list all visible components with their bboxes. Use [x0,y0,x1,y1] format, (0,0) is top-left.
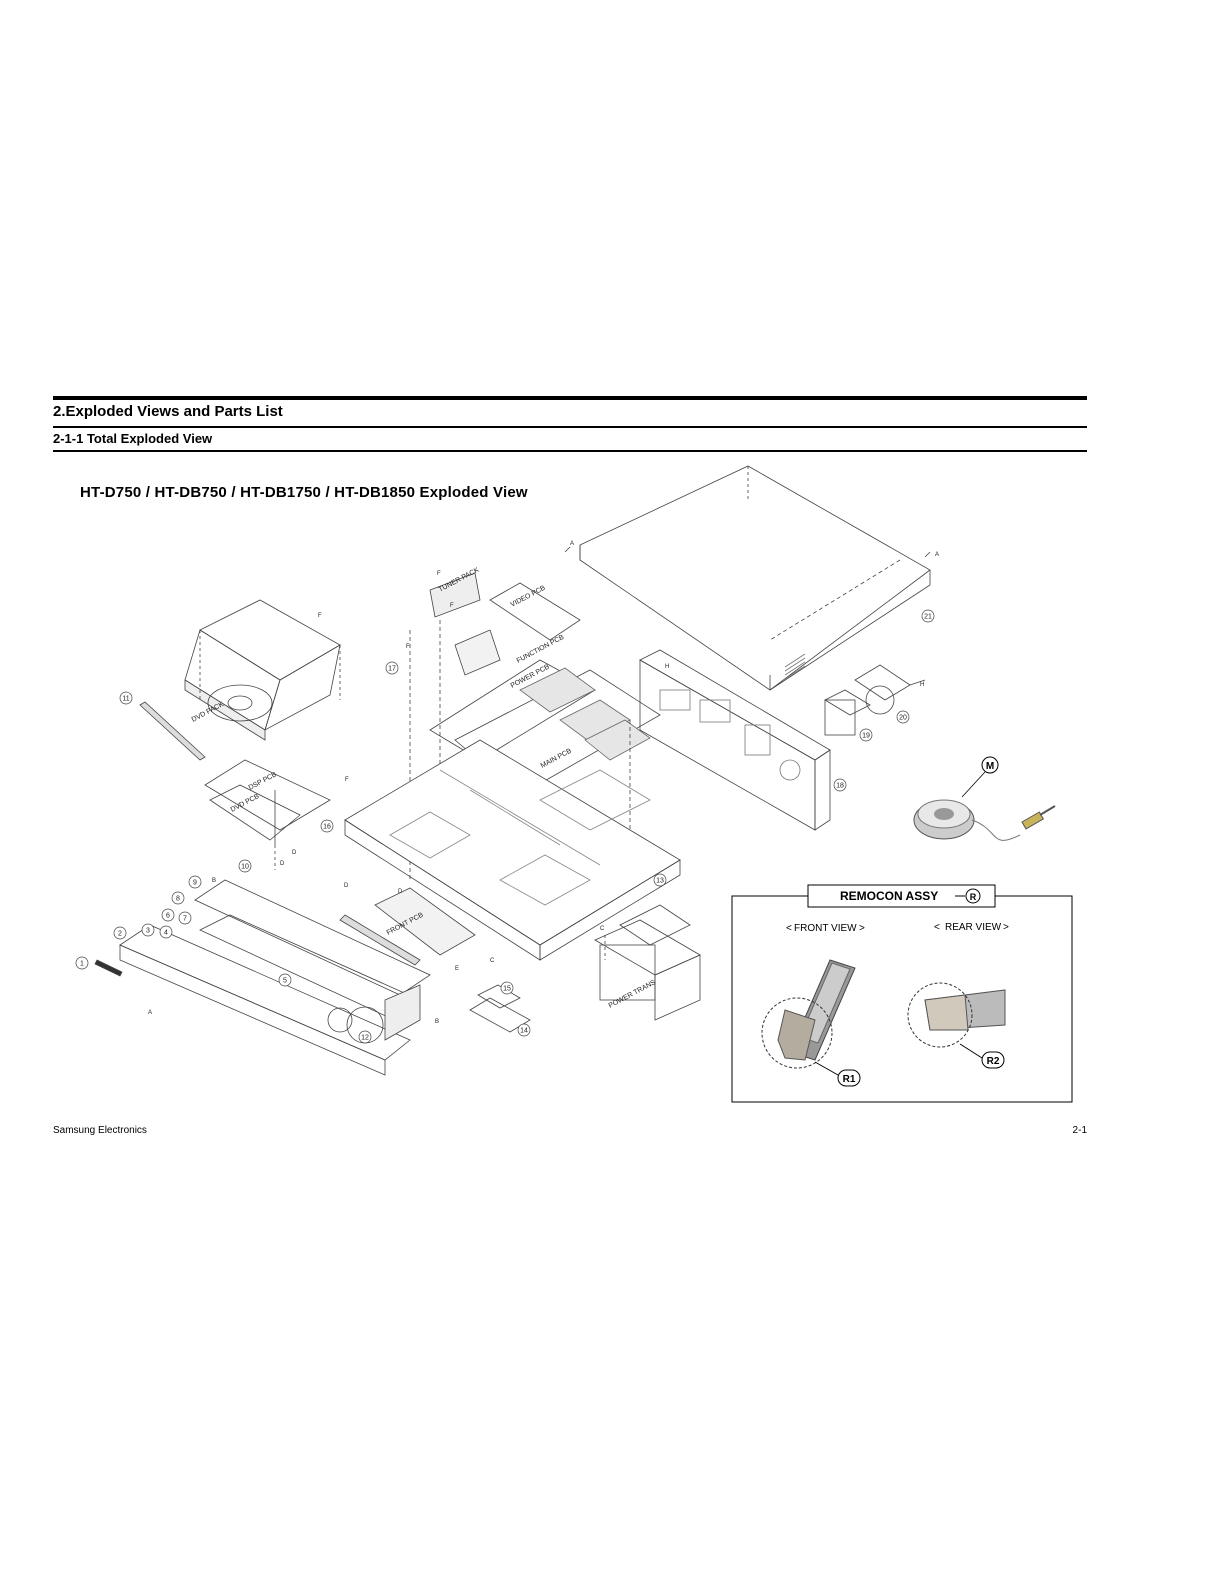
callout-circle-21 [921,609,935,623]
label-dvd-pcb: DVD PCB [230,793,261,814]
screw-letter-f: F [318,613,322,619]
screw-letter-f: F [450,603,454,609]
callout-number-15: 15 [503,986,511,993]
screw-letter-c: C [600,926,605,932]
screw-letter-h: H [665,664,669,670]
callout-circle-19 [859,728,873,742]
remocon-assy-box: REMOCON ASSY R < FRONT VIEW > < REAR VIE… [731,884,1073,1103]
r1-label: R1 [843,1074,856,1085]
footer-company: Samsung Electronics [53,1125,147,1136]
callout-circle-8 [171,891,185,905]
callout-number-1: 1 [80,961,84,968]
callout-circle-10 [238,859,252,873]
screw-letter-e: E [455,966,459,972]
section-title: 2.Exploded Views and Parts List [53,403,283,420]
callout-circle-1 [75,956,89,970]
front-view-close: > [859,923,865,934]
callout-number-9: 9 [193,880,197,887]
callout-circle-7 [178,911,192,925]
screw-letter-d: D [292,850,297,856]
screw-letter-d: D [344,883,349,889]
remocon-badge: R [970,892,977,902]
screw-letter-a: A [570,541,574,547]
screw-letter-f: F [345,777,349,783]
figure-title: HT-D750 / HT-DB750 / HT-DB1750 / HT-DB18… [80,484,528,501]
screw-letter-f: F [437,571,441,577]
subsection-rule [53,450,1087,452]
callout-circle-4 [159,925,173,939]
callout-circle-13 [653,873,667,887]
main-chassis [344,739,681,961]
callout-number-2: 2 [118,931,122,938]
callout-number-18: 18 [836,783,844,790]
section-rule [53,426,1087,428]
callout-circle-2 [113,926,127,940]
callout-number-11: 11 [122,696,129,703]
screw-letter-a: A [148,1010,152,1016]
callout-circle-12 [358,1030,372,1044]
callout-circle-17 [385,661,399,675]
callout-circle-16 [320,819,334,833]
front-panel [119,879,431,1076]
rear-panel [639,649,831,831]
rear-view-label: REAR VIEW [945,922,1002,933]
callout-number-14: 14 [520,1028,528,1035]
screw-letter-d: D [280,861,285,867]
callout-number-20: 20 [899,715,907,722]
screw-letter-h: H [920,682,924,688]
callout-number-4: 4 [164,930,168,937]
rear-view-close: > [1003,922,1009,933]
callout-circle-6 [161,908,175,922]
screw-letter-c: C [490,958,495,964]
r2-label: R2 [987,1056,1000,1067]
callout-circle-15 [500,981,514,995]
footer-page-number: 2-1 [1072,1125,1087,1136]
callout-number-7: 7 [183,916,187,923]
callout-number-10: 10 [241,864,249,871]
label-dsp-pcb: DSP PCB [248,771,279,792]
label-main-pcb: MAIN PCB [540,748,573,770]
callout-number-16: 16 [323,824,331,831]
screw-letter-a: A [935,552,939,558]
power-trans [594,904,701,1021]
callout-number-6: 6 [166,913,170,920]
remote-front [761,959,856,1069]
top-rule-thick [53,396,1087,400]
callout-number-12: 12 [361,1035,369,1042]
callout-circle-20 [896,710,910,724]
front-view-open: < [786,923,792,934]
screw-letter-f: F [406,644,410,650]
screw-letter-b: B [212,878,216,884]
microphone-assy: M [913,756,1056,841]
callout-circle-5 [278,973,292,987]
callout-number-17: 17 [388,666,396,673]
screw-letter-b: B [435,1019,439,1025]
remocon-title: REMOCON ASSY [840,889,938,903]
callout-circle-9 [188,875,202,889]
remote-rear [907,982,1006,1048]
callout-circle-11 [119,691,133,705]
callout-number-21: 21 [924,614,932,621]
screw-letter-d: D [398,889,403,895]
front-view-label: FRONT VIEW [794,923,857,934]
callout-number-5: 5 [283,978,287,985]
exploded-view-diagram: DVD PACK DSP PCB DVD PCB TUNER PACK VIDE… [75,465,1073,1103]
label-power-trans: POWER TRANS [608,979,657,1010]
callout-number-8: 8 [176,896,180,903]
dvd-pack [184,599,341,741]
callout-circle-18 [833,778,847,792]
callout-circle-14 [517,1023,531,1037]
callout-number-13: 13 [656,878,664,885]
rear-view-open: < [934,922,940,933]
mic-label: M [986,761,994,772]
subsection-title: 2-1-1 Total Exploded View [53,431,213,446]
callout-number-3: 3 [146,928,150,935]
top-cover [579,465,931,691]
callout-number-19: 19 [862,733,870,740]
callout-circle-3 [141,923,155,937]
